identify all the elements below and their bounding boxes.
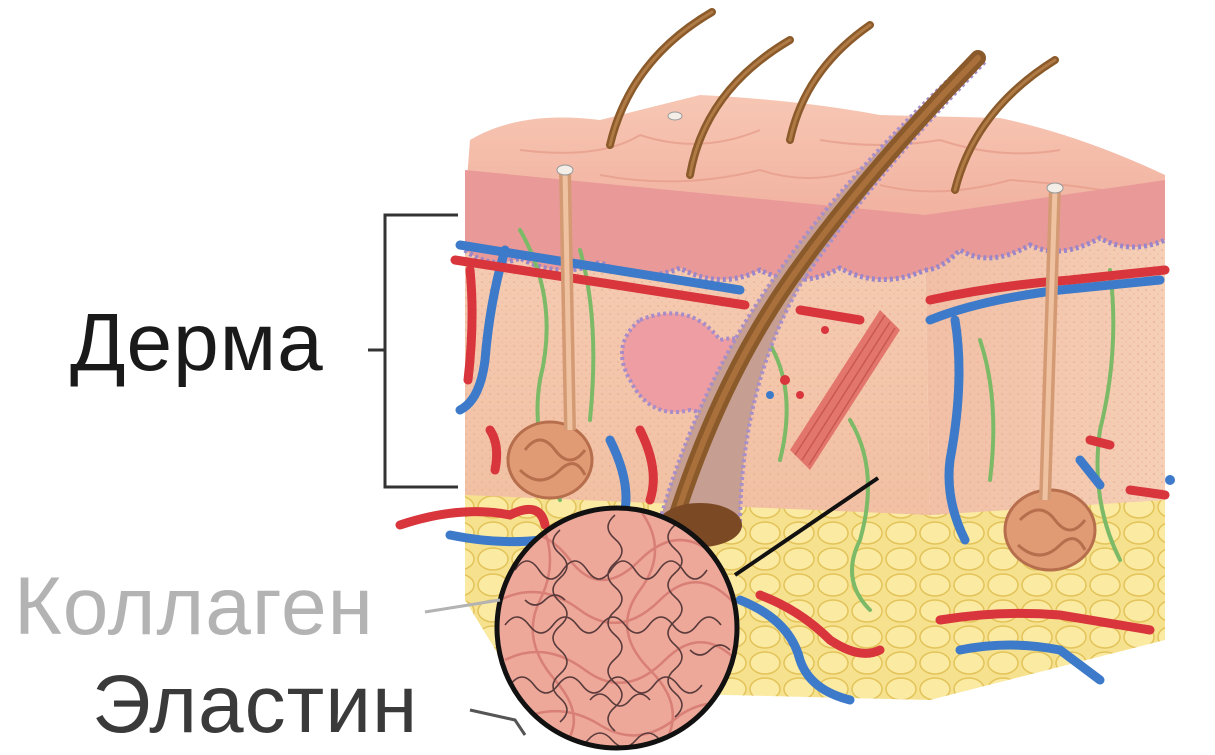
label-collagen: Коллаген	[14, 566, 374, 648]
label-derma: Дерма	[70, 302, 324, 384]
sweat-gland-left	[508, 422, 592, 498]
label-elastin: Эластин	[92, 664, 418, 746]
sweat-gland-right	[1005, 490, 1095, 570]
derma-bracket	[368, 215, 458, 487]
elastin-leader	[470, 710, 525, 735]
